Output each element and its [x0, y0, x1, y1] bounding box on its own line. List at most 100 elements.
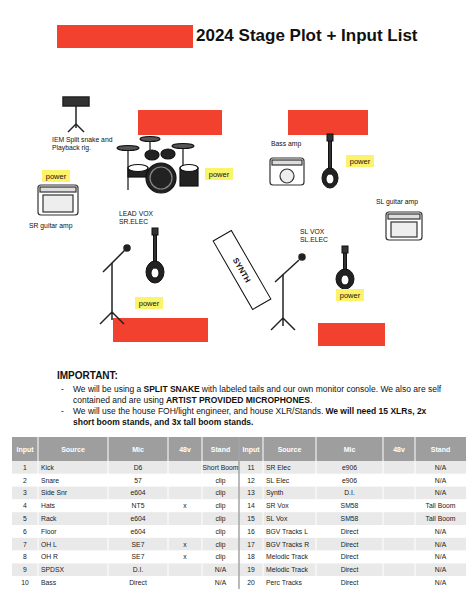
table-cell: Melodic Track — [263, 563, 316, 576]
table-header: 48v — [168, 437, 202, 461]
table-cell: N/A — [415, 461, 466, 474]
table-cell: Direct — [316, 525, 383, 538]
table-cell: Perc Tracks — [263, 576, 316, 589]
bullet-text: We will use the house FOH/light engineer… — [73, 406, 442, 427]
table-cell: 12 — [239, 474, 263, 487]
table-cell: BGV Tracks L — [263, 525, 316, 538]
table-cell: 9 — [12, 563, 38, 576]
note-text: We will be using a — [73, 384, 141, 394]
table-cell: Direct — [316, 563, 383, 576]
table-header: Source — [263, 437, 316, 461]
table-cell: 13 — [239, 487, 263, 500]
power-box: power — [135, 297, 163, 309]
table-divider — [239, 437, 240, 589]
table-cell: 1 — [12, 461, 38, 474]
table-cell: e604 — [108, 525, 168, 538]
node-text: power — [350, 157, 370, 166]
table-cell: Snare — [38, 474, 108, 487]
bass-amp — [270, 158, 304, 185]
node-text: power — [46, 172, 66, 181]
table-cell: SE7 — [108, 538, 168, 551]
table-cell: clip — [202, 525, 239, 538]
table-header: 48v — [383, 437, 415, 461]
note-text: . — [310, 395, 312, 405]
table-cell: Side Snr — [38, 487, 108, 500]
bullet-text: We will be using aSPLIT SNAKEwith labele… — [73, 384, 442, 405]
table-cell: Bass — [38, 576, 108, 589]
table-cell: 4 — [12, 499, 38, 512]
table-cell: Direct — [108, 576, 168, 589]
table-cell: Direct — [316, 538, 383, 551]
table-cell: SM58 — [316, 512, 383, 525]
table-cell: 17 — [239, 538, 263, 551]
table-cell: Hats — [38, 499, 108, 512]
table-cell: SL Vox — [263, 512, 316, 525]
table-header: Input — [12, 437, 38, 461]
table-cell: Tall Boom — [415, 499, 466, 512]
sl-guitar — [336, 246, 354, 289]
table-cell: 16 — [239, 525, 263, 538]
table-cell: N/A — [415, 538, 466, 551]
table-cell: 7 — [12, 538, 38, 551]
table-cell: clip — [202, 551, 239, 564]
table-cell: 57 — [108, 474, 168, 487]
sl-guitar-amp — [386, 212, 422, 240]
table-cell: 3 — [12, 487, 38, 500]
bullet-row: -We will be using aSPLIT SNAKEwith label… — [57, 384, 442, 405]
table-cell: clip — [202, 474, 239, 487]
music-stand — [63, 97, 89, 132]
table-cell: Synth — [263, 487, 316, 500]
table-divider — [316, 437, 317, 589]
table-cell: clip — [202, 538, 239, 551]
table-cell: clip — [202, 512, 239, 525]
table-cell: e906 — [316, 461, 383, 474]
table-header: Stand — [415, 437, 466, 461]
table-cell: clip — [202, 487, 239, 500]
table-cell: Melodic Track — [263, 551, 316, 564]
bullet-row: -We will use the house FOH/light enginee… — [57, 406, 442, 427]
table-cell: D.I. — [108, 563, 168, 576]
table-cell: BGV Tracks R — [263, 538, 316, 551]
table-cell: Rack — [38, 512, 108, 525]
note-text: ARTIST PROVIDED MICROPHONES — [166, 395, 310, 405]
table-cell: 5 — [12, 512, 38, 525]
bullet-dash: - — [61, 384, 73, 405]
sr-guitar-amp — [38, 185, 78, 215]
note-text: SPLIT SNAKE — [143, 384, 199, 394]
page-title: 2024 Stage Plot + Input List — [196, 26, 418, 46]
table-cell: D6 — [108, 461, 168, 474]
table-cell: N/A — [415, 487, 466, 500]
table-cell: 8 — [12, 551, 38, 564]
table-cell: OH L — [38, 538, 108, 551]
amp-label: SR guitar amp — [29, 222, 72, 230]
table-header: Mic — [108, 437, 168, 461]
table-cell: 15 — [239, 512, 263, 525]
table-divider — [239, 437, 240, 589]
amp-label: SL guitar amp — [376, 198, 418, 206]
table-cell: 20 — [239, 576, 263, 589]
table-cell: SR Elec — [263, 461, 316, 474]
table-cell: 18 — [239, 551, 263, 564]
node-text: power — [209, 170, 229, 179]
position-label: SL VOX SL.ELEC — [300, 228, 340, 244]
table-cell: x — [168, 538, 202, 551]
table-header: Source — [38, 437, 108, 461]
table-divider — [38, 437, 39, 589]
table-cell: 19 — [239, 563, 263, 576]
notes: IMPORTANT: -We will be using aSPLIT SNAKE… — [57, 370, 442, 429]
node-text: power — [340, 291, 360, 300]
table-cell: D.I. — [316, 487, 383, 500]
sl-mic-stand — [271, 254, 305, 330]
table-divider — [168, 437, 169, 589]
table-cell: 10 — [12, 576, 38, 589]
power-box: power — [205, 168, 233, 180]
table-cell: 2 — [12, 474, 38, 487]
node-text: SYNTH — [231, 256, 252, 284]
bass-guitar — [322, 134, 338, 188]
amp-label: Bass amp — [271, 140, 301, 148]
lead-mic-stand — [100, 245, 130, 324]
table-cell: N/A — [415, 525, 466, 538]
notes-heading: IMPORTANT: — [57, 370, 442, 381]
note-text: We will use the house FOH/light engineer… — [73, 406, 323, 416]
